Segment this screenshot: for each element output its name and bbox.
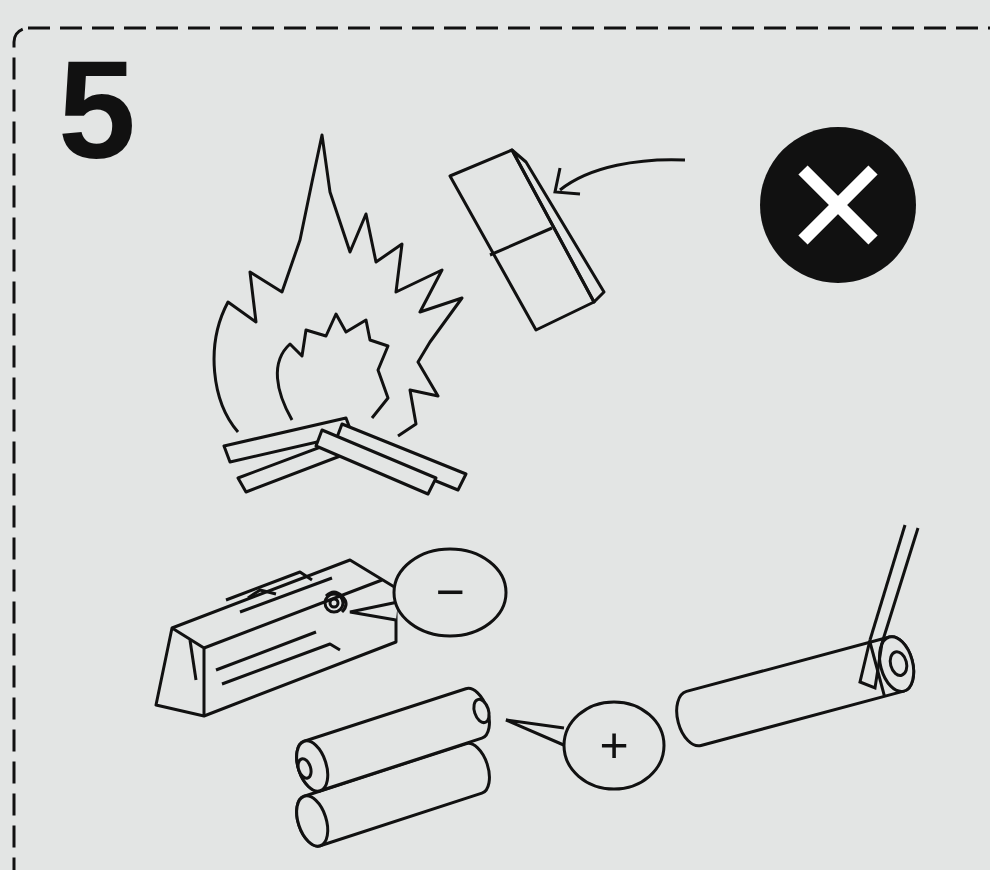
dashed-frame	[14, 28, 990, 870]
prohibited-symbol	[760, 127, 916, 283]
polarity-sign: +	[599, 720, 628, 770]
bubble-ellipse	[564, 702, 664, 789]
step-number: 5	[58, 40, 136, 180]
throw-arrow	[555, 160, 685, 194]
callout-bubble: +	[562, 700, 666, 791]
polarity-sign: −	[435, 567, 464, 617]
aa-batteries	[291, 684, 496, 850]
bubble-ellipse	[394, 549, 506, 636]
callout-bubble: −	[392, 547, 508, 638]
campfire	[214, 135, 466, 494]
battery-holder	[156, 560, 396, 716]
battery-with-screwdriver	[671, 525, 919, 750]
